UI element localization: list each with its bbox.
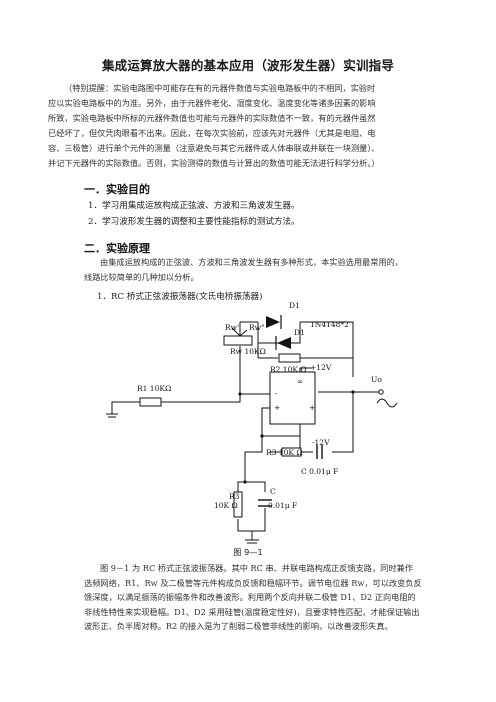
label-c-series: C 0.01μ F bbox=[301, 467, 338, 476]
potentiometer-wiper-icon bbox=[231, 327, 248, 337]
section-heading-objectives: 一．实验目的 bbox=[84, 183, 150, 196]
label-plus-output: + bbox=[309, 403, 315, 412]
junction-dot bbox=[260, 434, 264, 438]
analysis-line: 非线性特性来实现稳幅。D1、D2 采用硅管(温度稳定性好)，且要求特性匹配，才能… bbox=[84, 606, 420, 617]
label-r3-shunt: R3 bbox=[229, 492, 240, 501]
wire bbox=[237, 481, 266, 492]
diode-d1-top bbox=[266, 315, 282, 329]
principle-line: 由集成运放构成的正弦波、方波和三角波发生器有多种形式，本实验选用最常用的， bbox=[100, 257, 403, 267]
subsection-heading: 1．RC 桥式正弦波振荡器(文氏电桥振荡器) bbox=[97, 292, 263, 302]
objective-item: 1．学习用集成运放构成正弦波、方波和三角波发生器。 bbox=[88, 201, 300, 211]
rc-bridge-oscillator-schematic: D1 D1 1N4148*2 Rw' Rw" Rw 10KΩ R2 10K Ω … bbox=[106, 301, 398, 544]
label-rw-prime: Rw' bbox=[225, 323, 239, 332]
label-plus-input: + bbox=[274, 403, 280, 412]
ground-icon bbox=[106, 413, 118, 418]
label-r3-shunt-value: 10K Ω bbox=[214, 501, 238, 510]
label-r3-series: R3 10K Ω bbox=[266, 448, 303, 457]
sine-wave-icon bbox=[376, 398, 398, 408]
objective-item: 2．学习波形发生器的调整和主要性能指标的测试方法。 bbox=[88, 217, 300, 227]
wire bbox=[270, 392, 354, 453]
ground-icon bbox=[245, 539, 259, 544]
section-heading-principle: 二．实验原理 bbox=[84, 242, 150, 255]
label-c-shunt: C bbox=[270, 487, 276, 496]
resistor-r2 bbox=[278, 353, 301, 363]
junction-dot bbox=[243, 480, 247, 484]
junction-dot bbox=[351, 390, 355, 394]
intro-line: （特别提醒：实验电路图中可能存在有的元器件数值与实验电路板中的不相同，实验时 bbox=[64, 83, 376, 93]
label-r2: R2 10K Ω bbox=[270, 365, 307, 374]
capacitor-c-series bbox=[316, 445, 323, 459]
label-r1: R1 10KΩ bbox=[137, 384, 171, 393]
analysis-paragraph: 图 9－1 为 RC 桥式正弦波振荡器。其中 RC 串、并联电路构成正反馈支路，… bbox=[84, 561, 469, 634]
label-minus-input: - bbox=[275, 389, 278, 398]
label-vminus: -12V bbox=[312, 438, 330, 447]
analysis-line: 图 9－1 为 RC 桥式正弦波振荡器。其中 RC 串、并联电路构成正反馈支路，… bbox=[100, 563, 413, 573]
intro-line: 应以实验电路板中的为准。另外，由于元器件老化、湿度变化、温度变化等诸多因素的影响 bbox=[48, 97, 376, 108]
label-rw-dprime: Rw" bbox=[249, 323, 265, 332]
label-c-shunt-value: 0.01μ F bbox=[268, 501, 297, 510]
intro-line: 容、三极管）进行单个元件的测量（注意避免与其它元器件或人体串联或并联在一块测量）… bbox=[48, 142, 380, 153]
principle-line: 线路比较简单的几种加以分析。 bbox=[84, 271, 199, 282]
wire bbox=[111, 394, 241, 414]
analysis-line: 馈深度，以满足振荡的振幅条件和改善波形。利用两个反向并联二极管 D1、D2 正向… bbox=[84, 592, 416, 602]
label-vplus: +12V bbox=[310, 363, 332, 372]
analysis-line: 波形正、负半周对称。R2 的接入是为了削弱二极管非线性的影响，以改善波形失真。 bbox=[84, 621, 393, 631]
principle-paragraph: 由集成运放构成的正弦波、方波和三角波发生器有多种形式，本实验选用最常用的， 线路… bbox=[84, 255, 464, 285]
label-diode-type: 1N4148*2 bbox=[310, 320, 349, 329]
intro-line: 所致，实验电路板中所标的元器件数值也可能与元器件的实际数值不一致，有的元器件虽然 bbox=[48, 112, 376, 123]
capacitor-c-shunt bbox=[258, 499, 272, 507]
resistor-r3-series bbox=[281, 447, 302, 457]
analysis-line: 选频网络，R1、Rw 及二极管等元件构成负反馈和稳幅环节。调节电位器 Rw，可以… bbox=[84, 577, 422, 588]
diode-d1-bottom bbox=[275, 336, 291, 350]
label-d1-bottom: D1 bbox=[294, 328, 305, 337]
figure-caption: 图 9—1 bbox=[233, 547, 263, 557]
wire bbox=[239, 321, 354, 377]
intro-line: 并记下元器件的实际数值。否则，实验测得的数值与计算出的数值可能无法进行科学分析。… bbox=[48, 157, 380, 168]
label-infinity: ∞ bbox=[297, 377, 303, 386]
document-title: 集成运算放大器的基本应用（波形发生器）实训指导 bbox=[101, 58, 395, 73]
resistor-r1 bbox=[139, 397, 162, 407]
potentiometer-rw bbox=[223, 335, 253, 346]
resistor-r3-shunt bbox=[233, 491, 243, 518]
junction-dot bbox=[238, 392, 242, 396]
label-uo: Uo bbox=[371, 375, 382, 384]
label-rw: Rw 10KΩ bbox=[230, 347, 266, 356]
intro-paragraph: （特别提醒：实验电路图中可能存在有的元器件数值与实验电路板中的不相同，实验时 应… bbox=[48, 81, 458, 170]
wire bbox=[244, 436, 263, 482]
label-d1-top: D1 bbox=[289, 301, 300, 310]
intro-line: 已经坏了，但仅凭肉眼看不出来。因此，在每次实验前，应该先对元器件（尤其是电阻、电 bbox=[48, 127, 376, 138]
op-amp bbox=[269, 371, 316, 425]
output-terminal bbox=[378, 389, 384, 395]
